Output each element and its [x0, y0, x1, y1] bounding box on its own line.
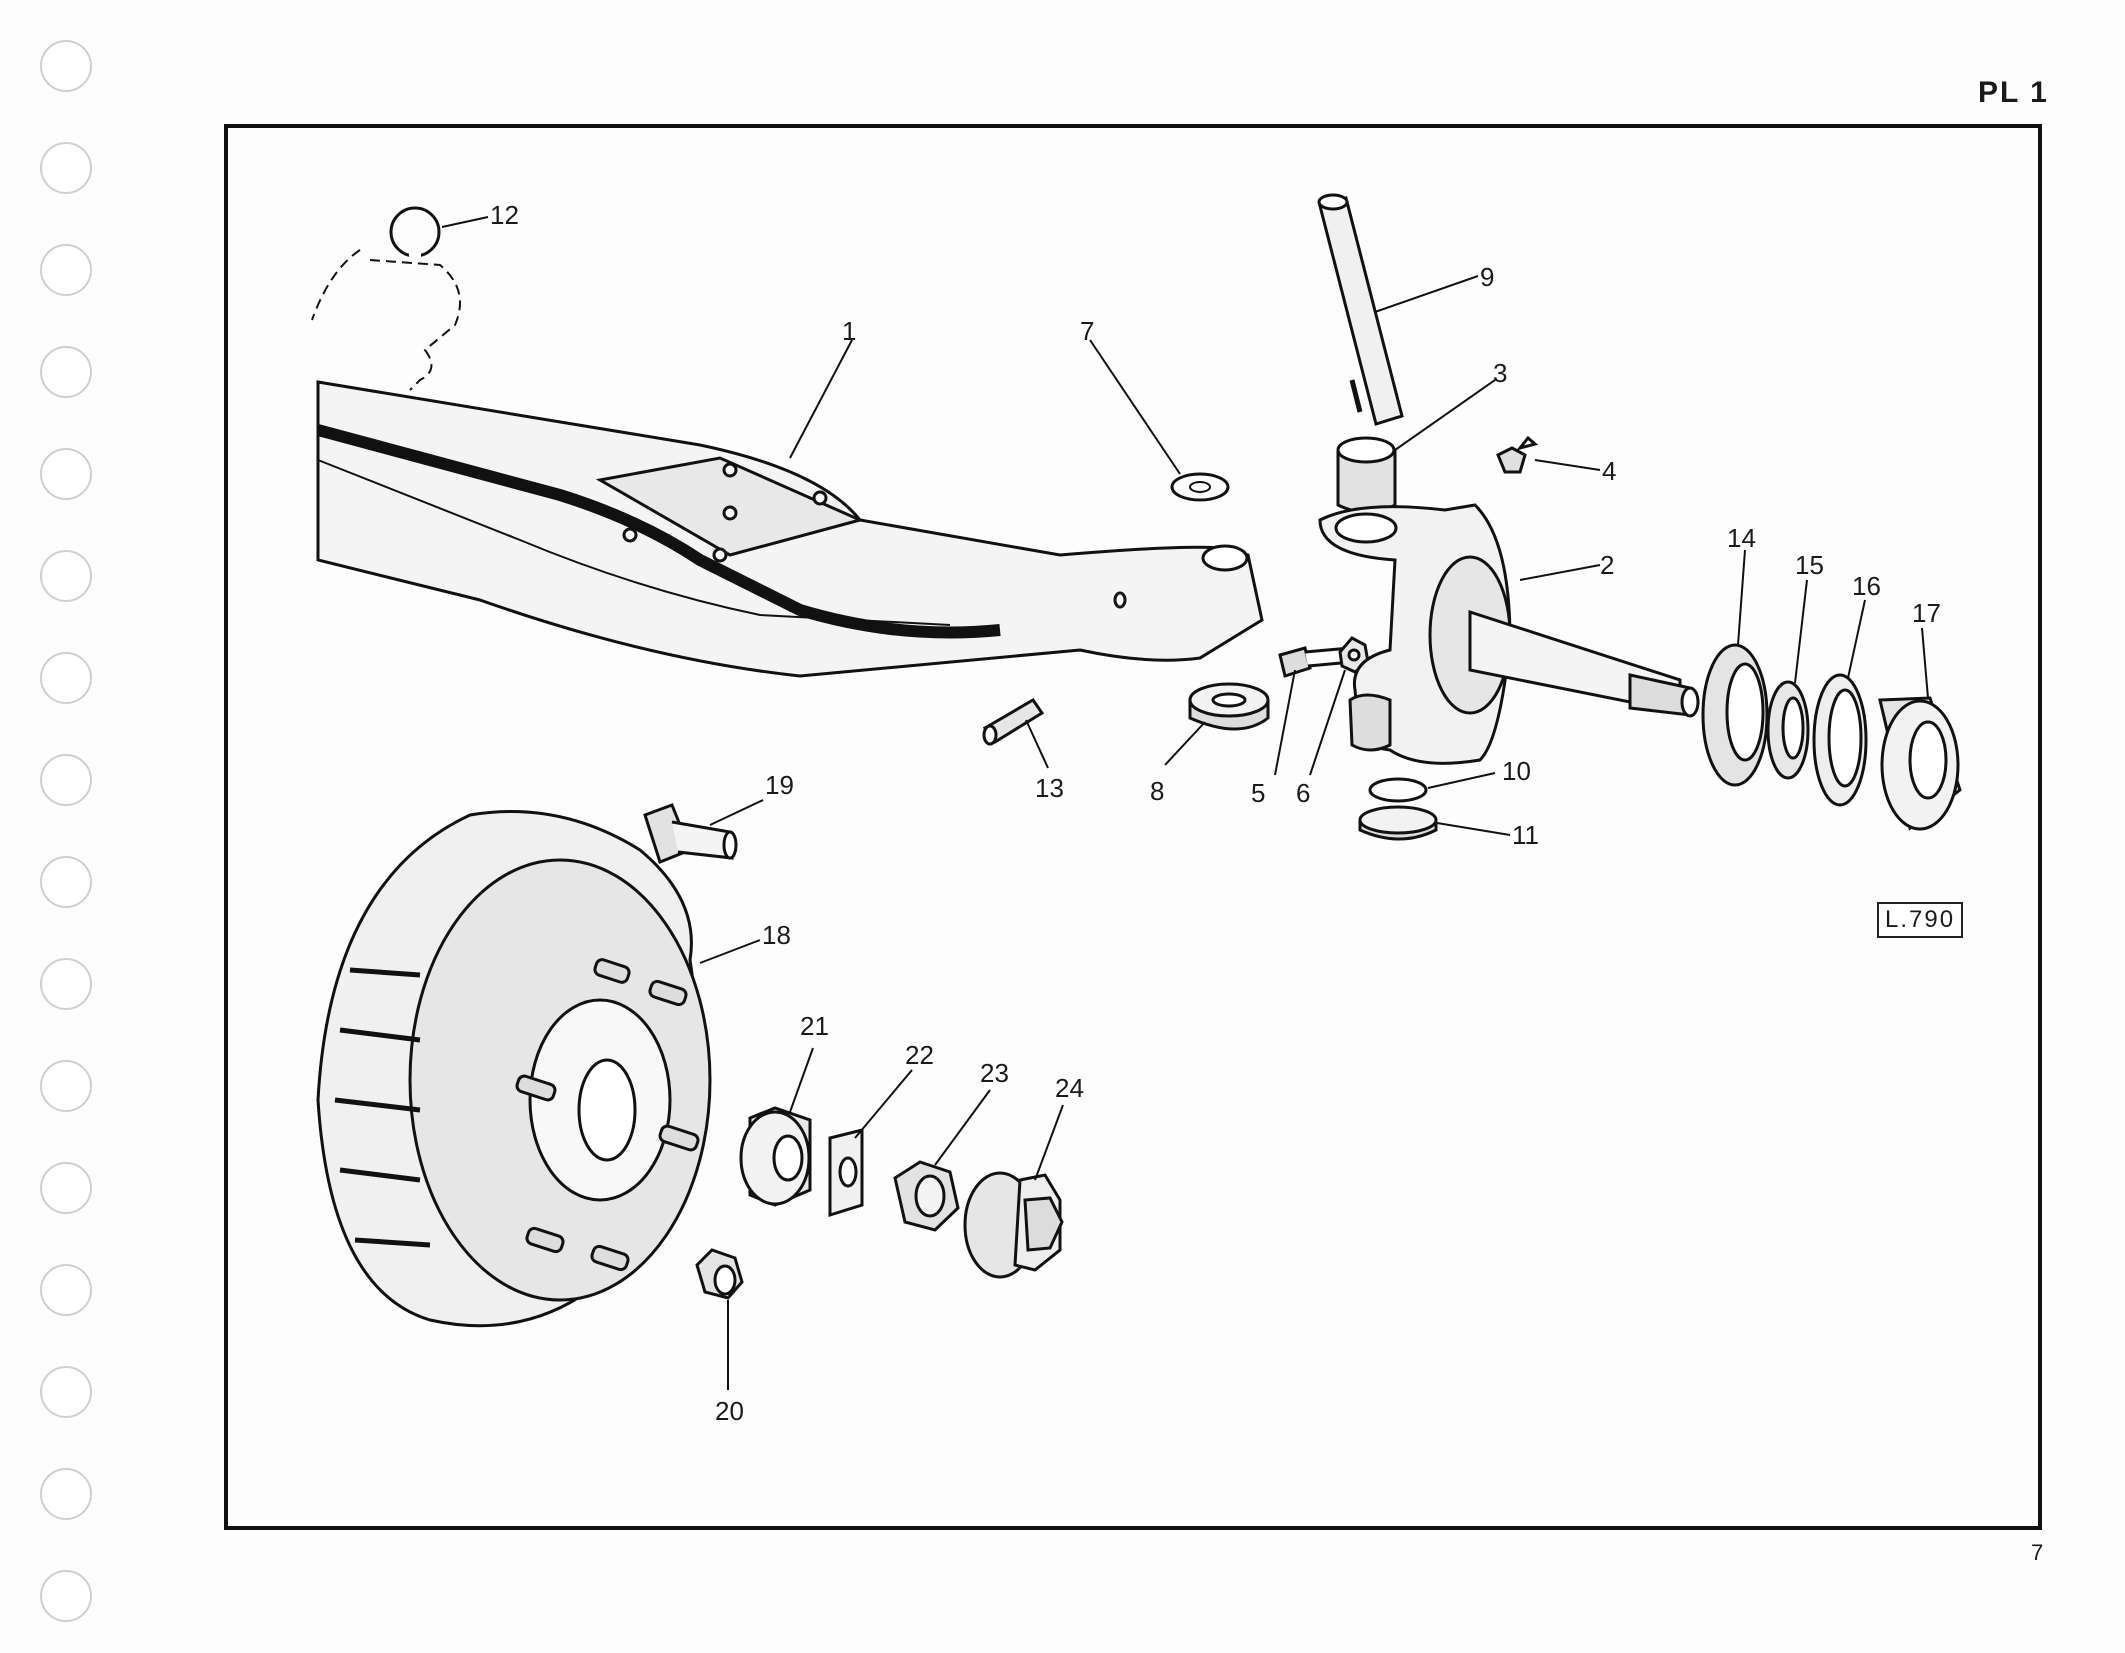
binder-holes — [40, 40, 100, 1640]
binder-hole — [40, 754, 92, 806]
grease-nipple-part-4 — [1496, 435, 1539, 474]
callout-8: 8 — [1150, 776, 1165, 806]
binder-hole — [40, 856, 92, 908]
callout-23: 23 — [980, 1058, 1009, 1088]
stub-axle-part-2 — [1318, 503, 1700, 765]
callout-7: 7 — [1080, 316, 1095, 346]
bearing-race-part-15 — [1766, 680, 1810, 780]
plate-reference: PL 1 — [1978, 76, 2049, 109]
figure-code: L.790 — [1877, 902, 1964, 938]
brake-drum-part-18 — [316, 810, 712, 1328]
callout-18: 18 — [762, 920, 791, 950]
callout-21: 21 — [800, 1011, 829, 1041]
binder-hole — [40, 1468, 92, 1520]
ring-part-16 — [1812, 673, 1868, 807]
binder-hole — [40, 1366, 92, 1418]
binder-hole — [40, 1162, 92, 1214]
callout-13: 13 — [1035, 773, 1064, 803]
key-part-13 — [982, 698, 1045, 746]
ring-part-11 — [1358, 805, 1438, 841]
binder-hole — [40, 550, 92, 602]
callout-5: 5 — [1251, 778, 1266, 808]
binder-hole — [40, 1060, 92, 1112]
shim-part-10 — [1368, 777, 1428, 803]
tab-washer-part-22 — [828, 1128, 864, 1218]
binder-hole — [40, 1264, 92, 1316]
king-pin-part-9 — [1317, 193, 1404, 426]
hub-bearing-part-21 — [739, 1106, 812, 1207]
callout-4: 4 — [1602, 456, 1617, 486]
callout-15: 15 — [1795, 550, 1824, 580]
callout-10: 10 — [1502, 756, 1531, 786]
callout-14: 14 — [1727, 523, 1756, 553]
nut-part-6 — [1338, 636, 1370, 674]
callout-1: 1 — [842, 316, 857, 346]
bearing-part-17 — [1878, 696, 1962, 831]
page-number: 7 — [2031, 1540, 2044, 1565]
binder-hole — [40, 448, 92, 500]
bush-part-3 — [1336, 436, 1397, 514]
binder-hole — [40, 958, 92, 1010]
callout-24: 24 — [1055, 1073, 1084, 1103]
callout-16: 16 — [1852, 571, 1881, 601]
callout-leaders — [441, 216, 1929, 1390]
callout-19: 19 — [765, 770, 794, 800]
callout-3: 3 — [1493, 358, 1508, 388]
hub-cap-part-24 — [963, 1171, 1064, 1279]
binder-hole — [40, 40, 92, 92]
thrust-washer-part-8 — [1188, 682, 1270, 731]
callout-20: 20 — [715, 1396, 744, 1426]
callout-17: 17 — [1912, 598, 1941, 628]
callout-22: 22 — [905, 1040, 934, 1070]
circlip-part-12 — [311, 206, 461, 391]
hub-nut-part-23 — [893, 1160, 960, 1232]
binder-hole — [40, 142, 92, 194]
binder-hole — [40, 346, 92, 398]
callout-12: 12 — [490, 200, 519, 230]
axle-beam-part-1 — [316, 380, 1264, 678]
binder-hole — [40, 244, 92, 296]
drawing-frame — [224, 124, 2042, 1530]
oil-seal-part-14 — [1701, 643, 1769, 787]
callout-6: 6 — [1296, 778, 1311, 808]
callout-9: 9 — [1480, 262, 1495, 292]
wheel-stud-part-19 — [643, 803, 738, 864]
callout-11: 11 — [1512, 820, 1539, 850]
binder-hole — [40, 652, 92, 704]
binder-hole — [40, 1570, 92, 1622]
wheel-nut-part-20 — [695, 1248, 744, 1300]
callout-2: 2 — [1600, 550, 1615, 580]
